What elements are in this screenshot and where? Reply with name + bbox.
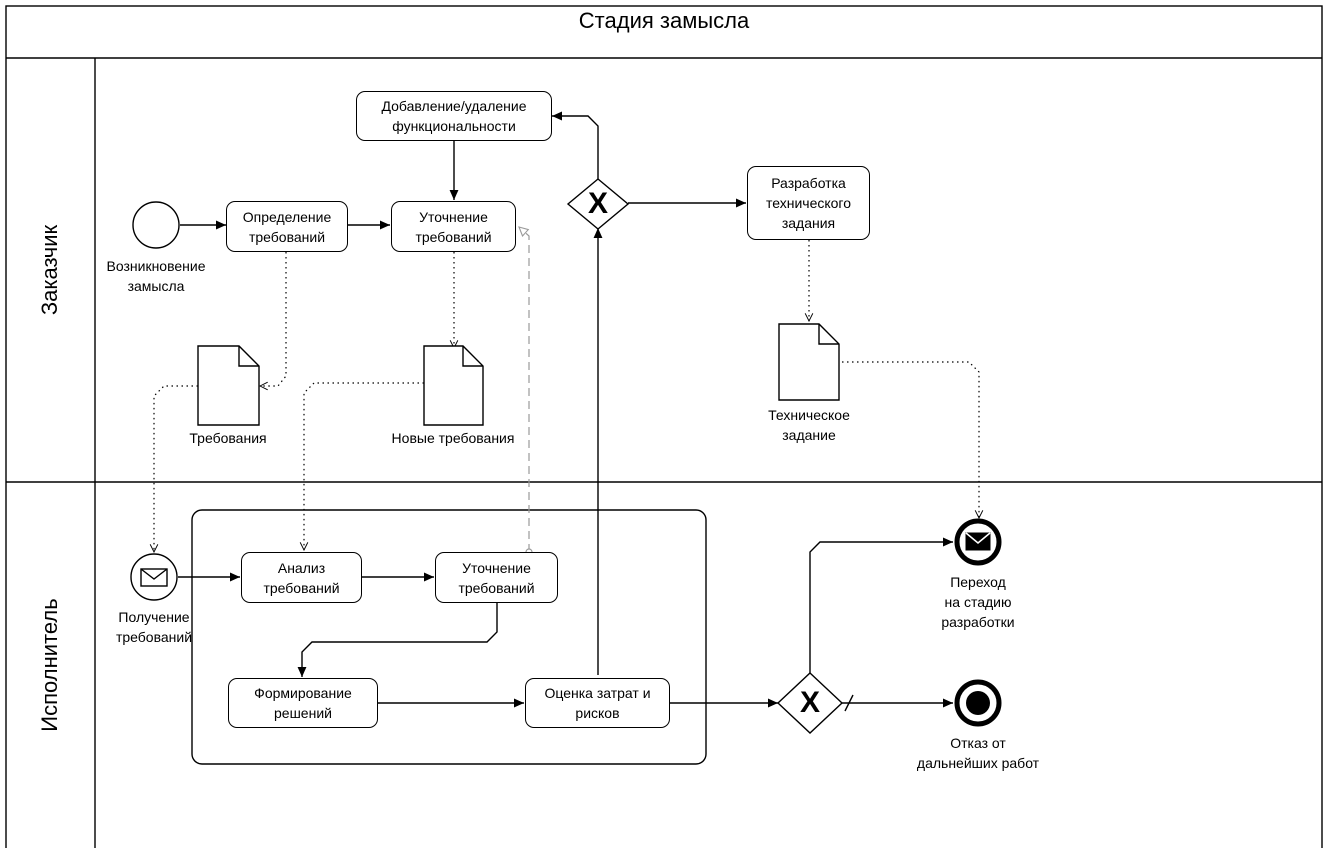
flow-gateway-to-addremove: [552, 111, 599, 179]
task-add-remove-functionality[interactable]: Добавление/удаление функциональности: [356, 91, 552, 141]
executor-gateway: [776, 672, 844, 734]
envelope-icon: [140, 568, 168, 587]
start-event-label: Возникновение замысла: [106, 258, 206, 294]
start-event: [132, 201, 180, 249]
pool-border: [5, 5, 1323, 848]
task-refine-requirements-customer[interactable]: Уточнение требований: [391, 201, 516, 252]
requirements-label: Требования: [189, 430, 267, 446]
lane-title-executor: Исполнитель: [37, 598, 62, 732]
assoc-define-to-requirements: [260, 252, 287, 386]
new-requirements-label: Новые требования: [391, 430, 515, 446]
assoc-newreq-to-analysis: [304, 382, 424, 550]
task-label: Разработка технического задания: [765, 175, 852, 231]
message-flow: [519, 227, 530, 552]
tech-spec-data-object: [778, 323, 840, 401]
terminate-end-event-label: Отказ от дальнейших работ: [916, 735, 1040, 771]
flow-gateway2-to-message-end: [809, 537, 953, 673]
data-associations: [154, 240, 979, 552]
gateway-marker: X: [587, 187, 608, 220]
task-tech-spec[interactable]: Разработка технического задания: [747, 166, 870, 240]
sequence-flows: [178, 111, 953, 712]
tech-spec-label: Техническое задание: [768, 407, 850, 443]
task-label: Формирование решений: [254, 685, 352, 721]
task-label: Определение требований: [242, 208, 332, 245]
gateway-marker: X: [799, 686, 820, 719]
flow-refine-to-solutions: [297, 603, 498, 677]
task-label: Анализ требований: [263, 559, 340, 596]
task-label: Оценка затрат и рисков: [544, 685, 651, 721]
terminate-end-event: [954, 679, 1002, 727]
envelope-icon: [965, 532, 991, 551]
lane-title-customer: Заказчик: [37, 224, 62, 316]
subprocess-group: [191, 509, 707, 765]
task-label: Добавление/удаление функциональности: [381, 98, 527, 134]
task-analysis[interactable]: Анализ требований: [241, 552, 362, 603]
task-define-requirements[interactable]: Определение требований: [226, 201, 348, 252]
task-solutions[interactable]: Формирование решений: [228, 678, 378, 728]
default-flow-slash: [844, 694, 854, 712]
receive-event-label: Получение требований: [115, 609, 193, 645]
message-flow-refine-to-refine: [519, 227, 530, 552]
assoc-requirements-to-receive: [154, 385, 198, 552]
message-end-event: [954, 518, 1002, 566]
task-costs-risks[interactable]: Оценка затрат и рисков: [525, 678, 670, 728]
pool-title: Стадия замысла: [578, 8, 750, 33]
customer-gateway: [566, 178, 630, 230]
new-requirements-data-object: [423, 345, 484, 426]
task-label: Уточнение требований: [458, 559, 535, 596]
task-label: Уточнение требований: [415, 208, 492, 245]
requirements-data-object: [197, 345, 260, 426]
receive-message-event: [130, 553, 178, 601]
message-end-event-label: Переход на стадию разработки: [941, 574, 1015, 630]
task-refine-requirements-executor[interactable]: Уточнение требований: [435, 552, 558, 603]
